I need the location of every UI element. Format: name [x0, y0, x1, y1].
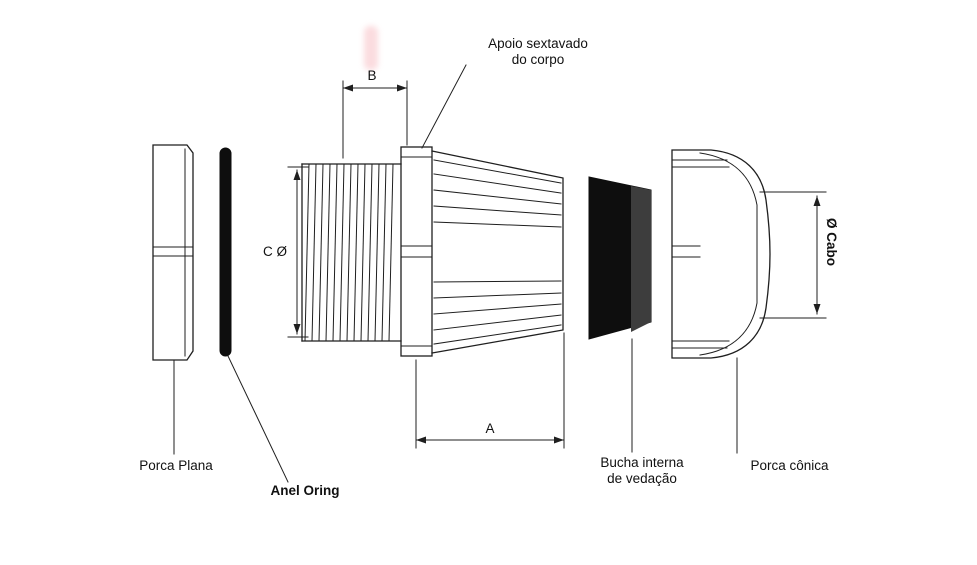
- leader-lines: [173, 64, 738, 483]
- conical-nut-drawing: [671, 149, 771, 359]
- dimension-a-label: A: [485, 421, 495, 436]
- seal-bushing-drawing: [588, 176, 652, 340]
- dimension-b-label: B: [367, 68, 377, 83]
- gland-body-drawing: [301, 146, 564, 357]
- dimension-cable-diameter: [759, 191, 827, 319]
- dimension-a: [415, 332, 565, 449]
- flat-nut-drawing: [152, 144, 194, 361]
- seal-bushing-label: Bucha interna de vedação: [600, 455, 684, 487]
- dimension-c: [287, 166, 309, 338]
- hex-support-label: Apoio sextavado do corpo: [488, 36, 588, 68]
- cable-diameter-label: Ø Cabo: [824, 217, 839, 266]
- oring-drawing: [219, 147, 232, 357]
- dimension-b: [342, 80, 408, 159]
- oring-label: Anel Oring: [270, 483, 340, 498]
- conical-nut-label: Porca cônica: [750, 458, 829, 473]
- flat-nut-label: Porca Plana: [139, 458, 213, 473]
- scan-artifact: [364, 26, 378, 70]
- dimension-c-label: C Ø: [262, 244, 287, 259]
